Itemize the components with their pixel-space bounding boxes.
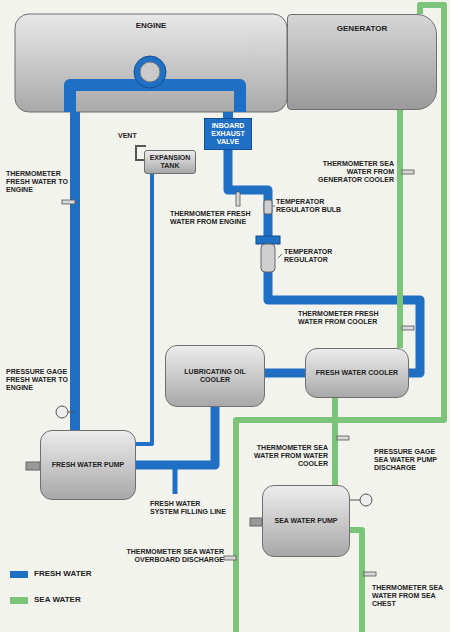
callout-label: THERMOMETER SEA WATER FROM GENERATOR COO… — [318, 160, 394, 183]
overboard-pipe — [236, 5, 444, 632]
legend-swatch — [10, 597, 28, 604]
generator-box: GENERATOR — [287, 14, 437, 110]
callout-label: TEMPERATOR REGULATOR — [284, 248, 356, 264]
node-text: ENGINE — [136, 22, 167, 31]
callout-label: THERMOMETER FRESH WATER TO ENGINE — [6, 170, 70, 193]
callout-label: VENT — [118, 132, 144, 140]
tank-box: EXPANSION TANK — [144, 150, 196, 174]
pipe-connector — [70, 112, 80, 430]
regulator-bulb — [264, 200, 272, 214]
engine-port — [134, 56, 166, 88]
node-text: INBOARD EXHAUST VALVE — [208, 122, 248, 145]
pump-shaft — [26, 462, 40, 470]
pressure-gauge — [360, 494, 372, 506]
engine-manifold — [70, 85, 240, 112]
legend-row: FRESH WATER — [10, 570, 92, 579]
pipe-connector — [397, 110, 403, 348]
engine-body — [15, 14, 287, 112]
callout-label: THERMOMETER FRESH WATER FROM ENGINE — [170, 210, 262, 226]
cooler-box: FRESH WATER COOLER — [305, 348, 409, 398]
callout-label: PRESSURE GAGE SEA WATER PUMP DISCHARGE — [374, 448, 446, 471]
pipe-connector — [228, 150, 420, 373]
pipe-connector — [265, 369, 305, 378]
callout-label: THERMOMETER SEA WATER FROM SEA CHEST — [372, 584, 446, 607]
pipe-connector — [136, 174, 152, 444]
pump-box: SEA WATER PUMP — [262, 485, 350, 557]
engine-box: ENGINE — [15, 14, 287, 112]
legend-swatch — [10, 571, 28, 578]
leader-line — [273, 206, 275, 207]
node-text: EXPANSION TANK — [148, 154, 192, 170]
pump-shaft — [250, 518, 262, 526]
callout-label: FRESH WATER SYSTEM FILLING LINE — [150, 500, 226, 516]
callout-label: THERMOMETER SEA WATER FROM WATER COOLER — [246, 444, 328, 467]
gauge-stub — [350, 500, 360, 501]
legend-row: SEA WATER — [10, 596, 81, 605]
pipe-connector — [136, 407, 215, 465]
node-text: GENERATOR — [337, 25, 387, 34]
legend-text: SEA WATER — [34, 596, 81, 605]
temperature-regulator — [261, 244, 275, 272]
node-text: SEA WATER PUMP — [274, 517, 337, 525]
pressure-gauge — [56, 406, 68, 418]
thermometer-symbol — [62, 170, 414, 576]
node-text: LUBRICATING OIL COOLER — [169, 368, 261, 384]
cooler-box: LUBRICATING OIL COOLER — [165, 345, 265, 407]
callout-label: THERMOMETER FRESH WATER FROM COOLER — [298, 310, 394, 326]
pipe-connector — [332, 398, 338, 485]
node-text: FRESH WATER COOLER — [316, 369, 398, 377]
legend-text: FRESH WATER — [34, 570, 92, 579]
gauge-stub — [68, 412, 75, 413]
valve-box: INBOARD EXHAUST VALVE — [204, 118, 252, 150]
callout-label: TEMPERATOR REGULATOR BULB — [276, 198, 356, 214]
pump-box: FRESH WATER PUMP — [40, 430, 136, 500]
node-text: FRESH WATER PUMP — [52, 461, 125, 469]
engine-port — [140, 62, 160, 82]
regulator-cross — [256, 236, 280, 244]
leader-line — [278, 254, 282, 258]
callout-label: PRESSURE GAGE FRESH WATER TO ENGINE — [6, 368, 70, 391]
sea-chest-pipe — [350, 530, 362, 632]
callout-label: THERMOMETER SEA WATER OVERBOARD DISCHARG… — [118, 548, 224, 564]
